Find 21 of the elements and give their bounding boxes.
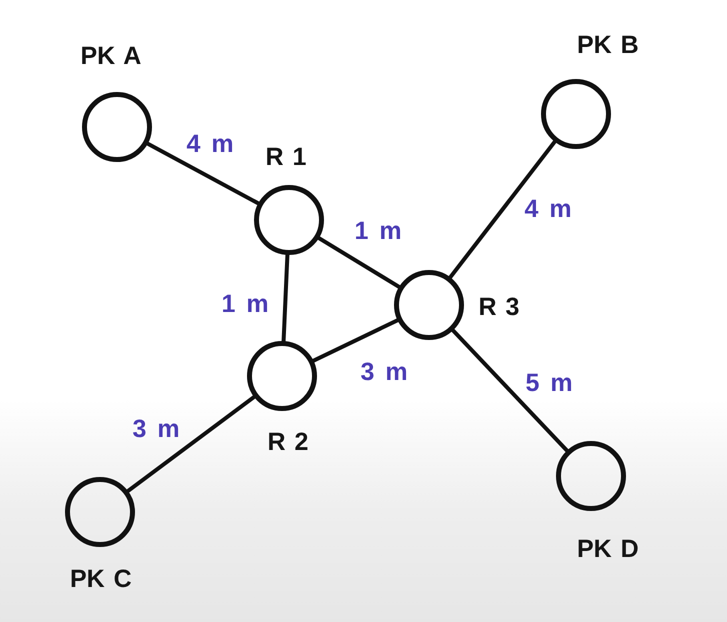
connector-line bbox=[145, 140, 261, 206]
edge-label: 3 m bbox=[360, 359, 408, 386]
node-label: R 2 bbox=[268, 429, 308, 456]
connector-line bbox=[448, 138, 558, 280]
edge-label: 1 m bbox=[354, 218, 402, 246]
node-label: PK A bbox=[80, 43, 142, 70]
edge-label: 5 m bbox=[526, 370, 573, 398]
connector-line bbox=[316, 235, 402, 290]
node-label: R 1 bbox=[266, 144, 306, 172]
edge-label: 4 m bbox=[186, 131, 234, 158]
edge-label: 1 m bbox=[222, 291, 269, 318]
node-label: R 3 bbox=[478, 294, 520, 322]
connector-line bbox=[282, 252, 290, 344]
connector-line bbox=[450, 328, 570, 454]
edge-label: 4 m bbox=[524, 196, 572, 224]
connector-line bbox=[310, 318, 400, 364]
node-label: PK B bbox=[577, 32, 639, 60]
node-label: PK D bbox=[577, 536, 639, 564]
connector-line bbox=[125, 394, 257, 494]
edge-label: 3 m bbox=[132, 416, 180, 444]
node-label: PK C bbox=[70, 566, 132, 594]
